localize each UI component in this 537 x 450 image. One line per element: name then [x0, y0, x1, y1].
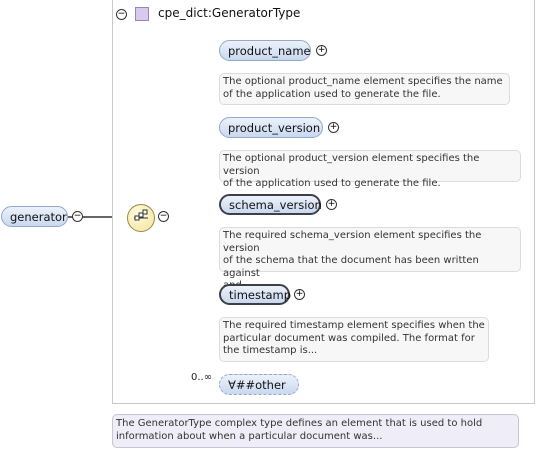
doc-line: of the application used to generate the … [223, 88, 441, 100]
product-name-element[interactable]: product_name [219, 40, 311, 61]
doc-line: The required timestamp element specifies… [223, 320, 485, 331]
doc-line: the timestamp is... [223, 345, 318, 357]
complex-type-icon [135, 7, 149, 21]
expand-schema-version-icon[interactable]: + [326, 199, 337, 210]
doc-line: The optional product_name element specif… [223, 76, 503, 87]
doc-line: particular document was compiled. The fo… [223, 332, 475, 344]
schema-version-doc: The required schema_version element spec… [219, 227, 521, 291]
product-version-element[interactable]: product_version [219, 117, 323, 138]
schema-version-element[interactable]: schema_version [219, 194, 322, 215]
doc-line: of the schema that the document has been… [223, 255, 479, 279]
product-version-doc: The optional product_version element spe… [219, 150, 521, 189]
timestamp-element[interactable]: timestamp [219, 284, 291, 305]
timestamp-doc: The required timestamp element specifies… [219, 317, 489, 362]
any-other-element[interactable]: ∀##other [219, 374, 299, 395]
expand-product-version-icon[interactable]: + [328, 122, 339, 133]
occurrence-label: 0..∞ [191, 372, 213, 383]
doc-line: The required schema_version element spec… [223, 230, 482, 254]
doc-line: The optional product_version element spe… [223, 153, 480, 177]
product-name-doc: The optional product_name element specif… [219, 73, 510, 105]
generator-element[interactable]: generator [1, 206, 68, 227]
sequence-compositor-icon[interactable] [127, 204, 155, 232]
doc-line: of the application used to generate the … [223, 178, 441, 190]
expand-product-name-icon[interactable]: + [316, 45, 327, 56]
doc-line: information about when a particular docu… [116, 431, 383, 442]
collapse-generator-icon[interactable]: − [72, 211, 83, 222]
type-title: cpe_dict:GeneratorType [158, 6, 301, 20]
doc-line: The GeneratorType complex type defines a… [116, 418, 483, 429]
collapse-type-icon[interactable]: − [116, 9, 127, 20]
collapse-sequence-icon[interactable]: − [158, 211, 169, 222]
expand-timestamp-icon[interactable]: + [294, 289, 305, 300]
type-documentation: The GeneratorType complex type defines a… [112, 414, 519, 448]
